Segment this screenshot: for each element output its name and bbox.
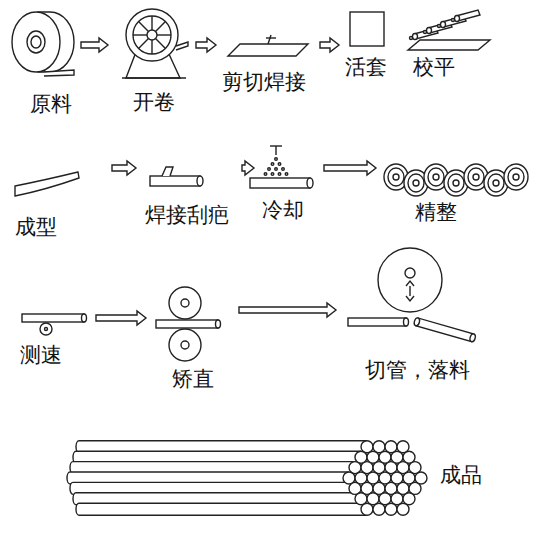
- roller: [488, 174, 504, 192]
- water-drop: [268, 168, 271, 171]
- water-drop: [285, 173, 288, 176]
- pipe-end: [385, 503, 397, 515]
- flow-arrow: [242, 161, 254, 175]
- flow-arrow: [196, 38, 216, 52]
- process-step: 开卷: [112, 5, 192, 120]
- water-drop: [278, 163, 281, 166]
- process-step: 剪切焊接: [220, 30, 316, 96]
- roller: [504, 164, 528, 190]
- flow-arrow: [239, 303, 336, 317]
- pipe-end: [397, 503, 409, 515]
- cutting-saw: [348, 248, 476, 342]
- pipe-bundle: [67, 441, 427, 515]
- coil: [12, 12, 74, 76]
- roller: [473, 174, 479, 180]
- spoke: [151, 16, 152, 30]
- flow-arrow: [324, 161, 376, 175]
- roller: [388, 168, 404, 186]
- speed-meter: [22, 314, 87, 335]
- spoke: [151, 40, 152, 54]
- spoke: [139, 22, 149, 32]
- process-step: 切管，落料: [340, 245, 485, 390]
- spoke: [133, 34, 147, 35]
- process-step: 校平: [405, 8, 490, 83]
- water-drop: [271, 163, 274, 166]
- roller: [468, 168, 484, 186]
- process-step: 精整: [380, 155, 530, 233]
- roller: [428, 168, 444, 186]
- process-step: 矫直: [150, 282, 235, 396]
- spoke: [156, 39, 166, 49]
- step-label: 原料: [30, 92, 72, 116]
- process-step: 原料: [5, 8, 77, 123]
- flow-arrow: [112, 161, 136, 175]
- process-step: 焊接刮疤: [140, 160, 238, 238]
- pipe-end: [361, 503, 373, 515]
- step-label: 矫直: [172, 367, 214, 391]
- flow-arrow: [96, 311, 146, 325]
- roller: [508, 168, 524, 186]
- water-drop: [275, 168, 278, 171]
- step-label: 测速: [20, 343, 62, 367]
- looper-box: [350, 12, 384, 46]
- welded-strip: [228, 35, 308, 56]
- process-step: 活套: [343, 8, 397, 83]
- roller: [433, 174, 439, 180]
- spoke: [157, 34, 171, 35]
- step-label: 冷却: [262, 198, 304, 222]
- roller: [513, 174, 519, 180]
- step-label: 成品: [440, 463, 482, 487]
- water-drop: [282, 168, 285, 171]
- roller: [453, 180, 459, 186]
- process-step: 成品: [50, 430, 500, 525]
- sizing-rollers: [384, 164, 528, 196]
- water-drop: [271, 173, 274, 176]
- process-step: 成型: [8, 160, 108, 245]
- flow-arrow: [81, 38, 108, 52]
- leveler: [408, 10, 490, 50]
- step-label: 焊接刮疤: [145, 203, 229, 227]
- step-label: 校平: [413, 55, 455, 79]
- weld-tube: [150, 167, 203, 186]
- straightener: [156, 287, 221, 361]
- step-label: 剪切焊接: [222, 70, 306, 94]
- cooling: [250, 146, 313, 188]
- roller: [413, 180, 419, 186]
- water-drop: [264, 173, 267, 176]
- step-label: 切管，落料: [365, 358, 470, 382]
- process-step: 测速: [12, 300, 92, 374]
- step-label: 成型: [15, 215, 57, 239]
- flow-arrow: [320, 38, 339, 52]
- spoke: [139, 39, 149, 49]
- step-label: 活套: [345, 55, 387, 79]
- roller: [408, 174, 424, 192]
- uncoiler: [122, 9, 188, 78]
- step-label: 开卷: [133, 90, 175, 114]
- roller: [393, 174, 399, 180]
- step-label: 精整: [415, 200, 457, 224]
- pipe: [76, 503, 367, 515]
- forming-strip: [15, 172, 79, 196]
- spoke: [156, 22, 166, 32]
- water-drop: [275, 158, 278, 161]
- process-step: 冷却: [258, 142, 320, 234]
- water-drop: [278, 173, 281, 176]
- pipe-end: [373, 503, 385, 515]
- roller: [493, 180, 499, 186]
- roller: [448, 174, 464, 192]
